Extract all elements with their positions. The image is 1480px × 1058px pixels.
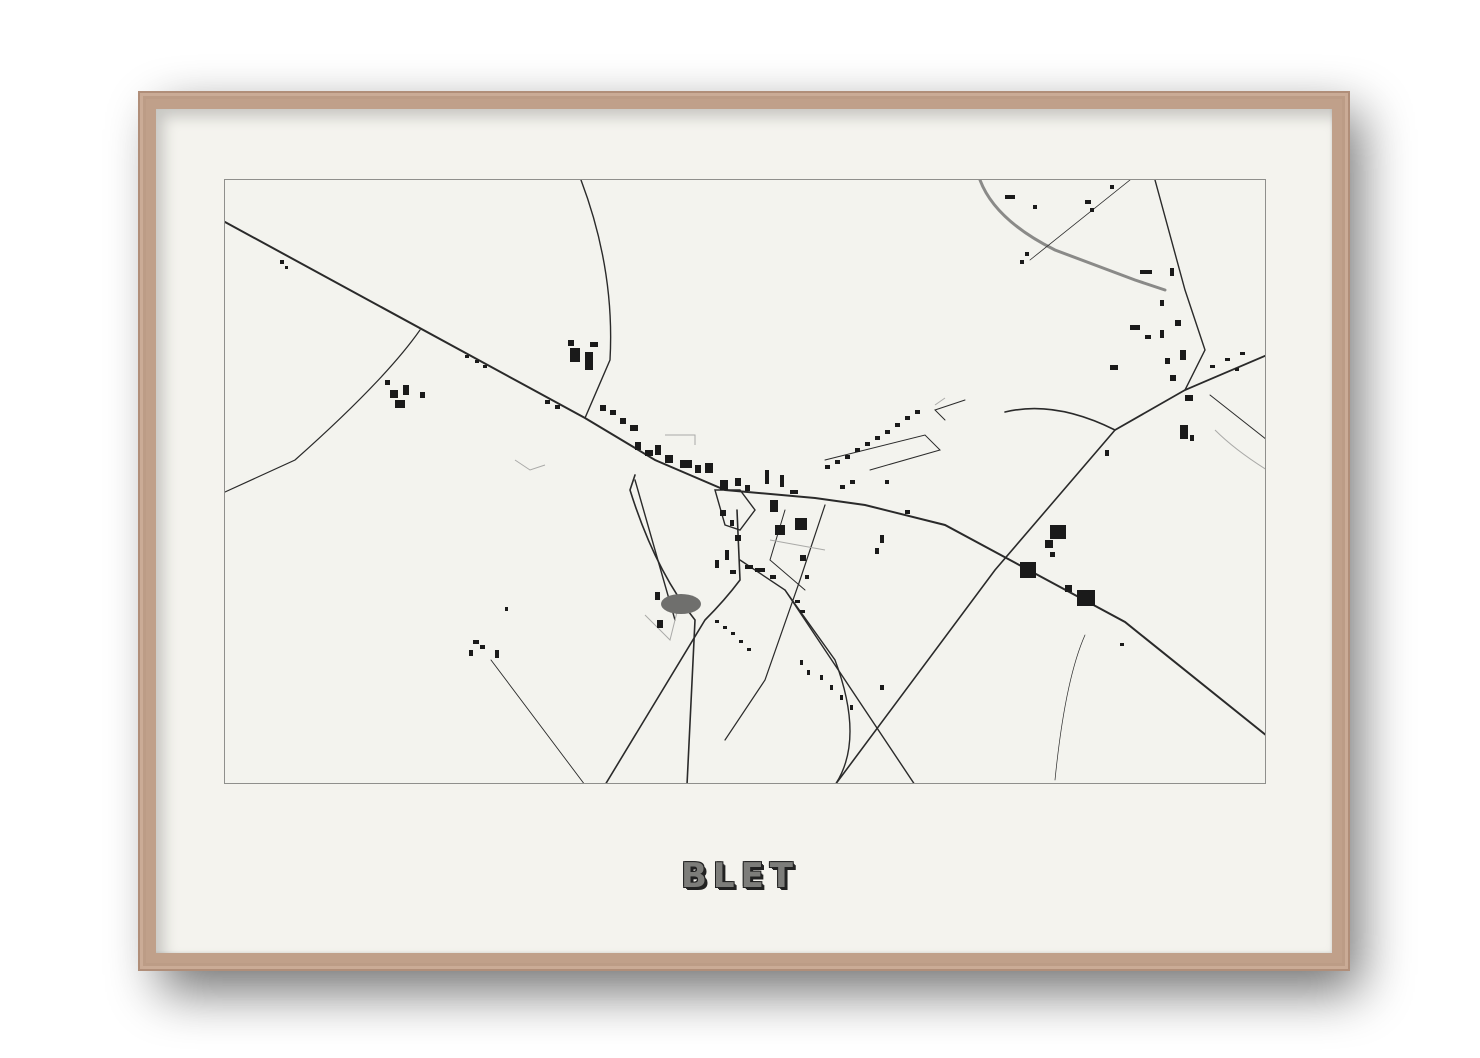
pond — [661, 594, 701, 614]
poster-title: BLET — [681, 856, 799, 896]
map-panel — [224, 179, 1266, 784]
main-road — [225, 221, 1265, 736]
map-drawing — [225, 180, 1265, 783]
